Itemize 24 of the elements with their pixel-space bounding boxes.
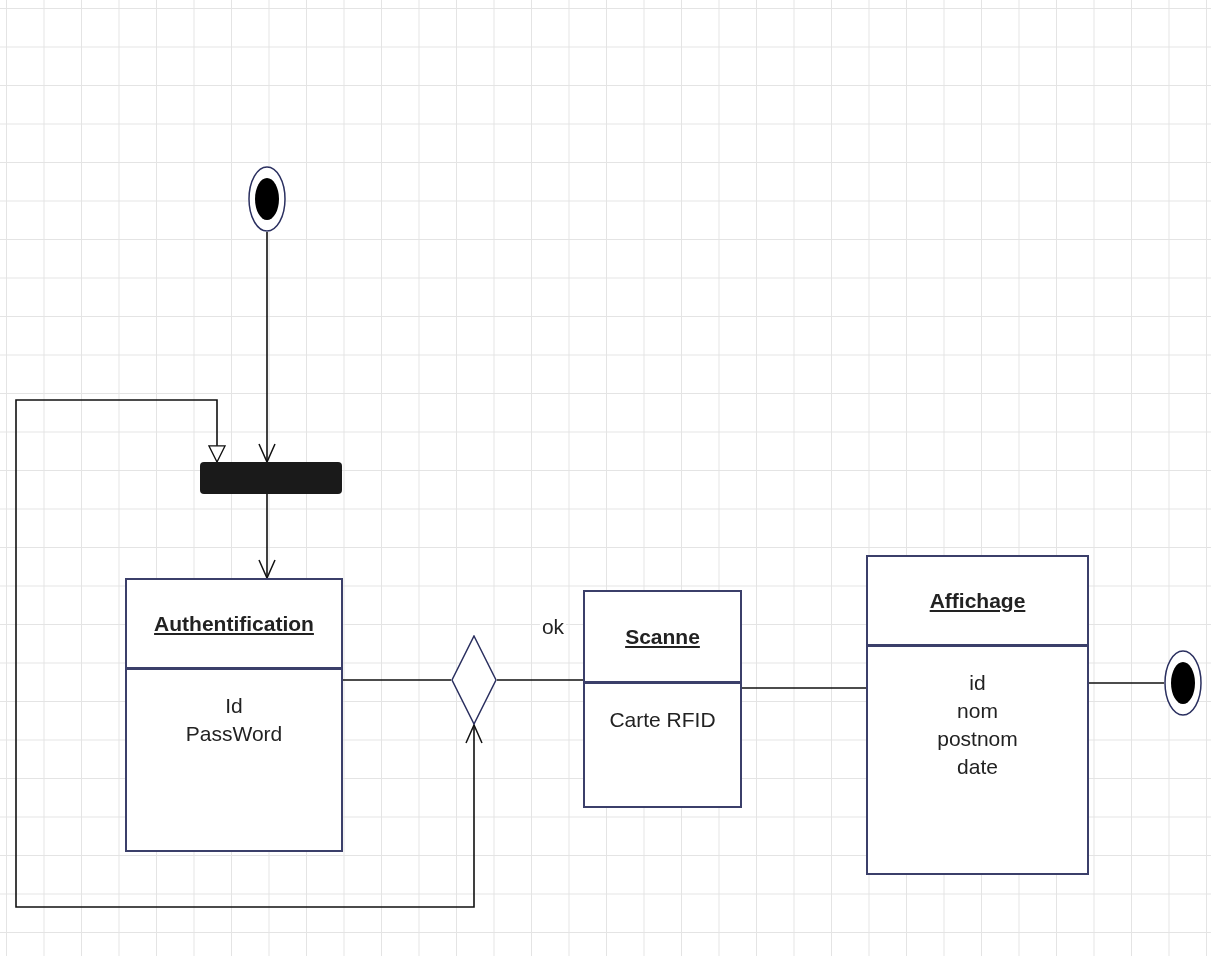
attribute-text: Carte RFID	[609, 708, 716, 732]
class-box	[583, 590, 742, 808]
connector-line	[496, 679, 584, 681]
class-name: Affichage	[929, 587, 1026, 614]
connector-line	[1088, 682, 1165, 684]
arrow	[258, 231, 276, 463]
fork-bar	[200, 462, 342, 494]
attribute-text: postnom	[937, 727, 1018, 751]
state-circle	[1164, 650, 1202, 716]
attribute-text: nom	[957, 699, 998, 723]
class-name: Authentification	[154, 610, 314, 637]
decision-diamond	[451, 635, 497, 725]
attribute-text: PassWord	[185, 722, 283, 746]
connector-line	[342, 679, 452, 681]
connector-line	[741, 687, 867, 689]
attribute-text: id	[969, 671, 986, 695]
class-box	[866, 555, 1089, 875]
class-name: Scanne	[625, 623, 700, 650]
attribute-text: date	[957, 755, 998, 779]
arrow	[15, 399, 483, 908]
arrow	[258, 493, 276, 579]
attribute-text: Id	[225, 694, 243, 718]
class-box	[125, 578, 343, 852]
state-circle	[248, 166, 286, 232]
